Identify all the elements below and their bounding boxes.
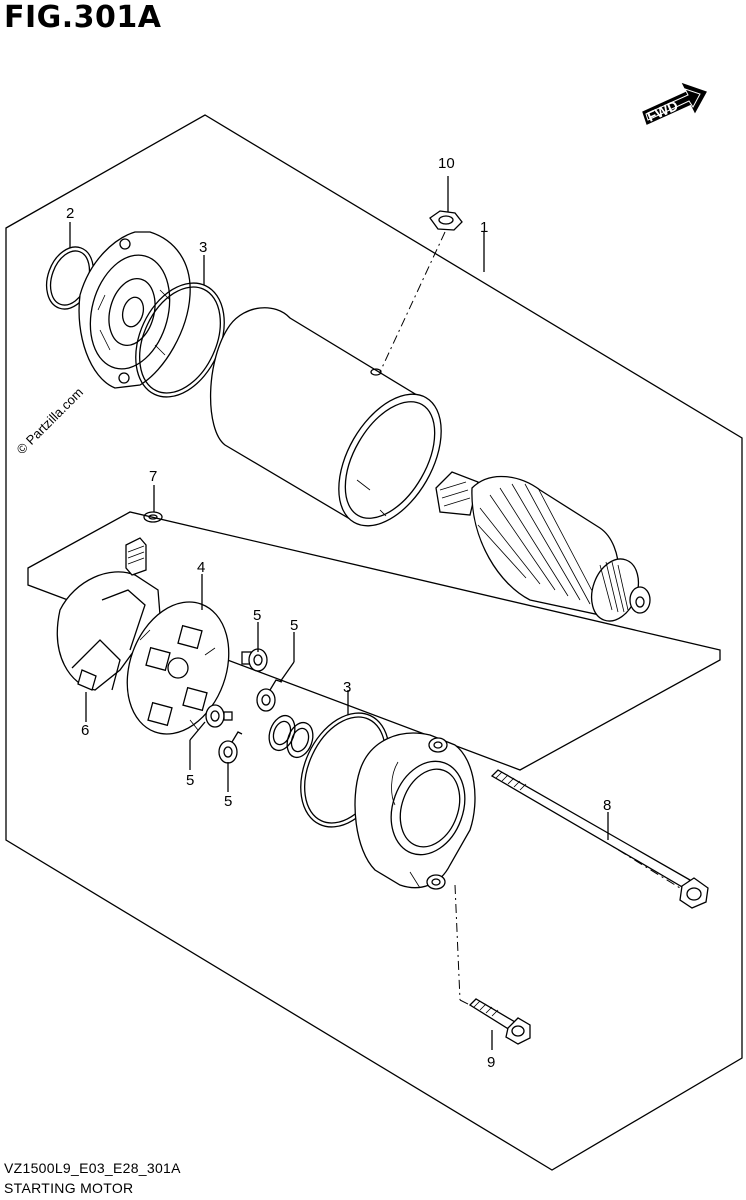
callout-5-a: 5	[253, 607, 261, 624]
part-7-washer	[143, 511, 163, 523]
callout-5-d: 5	[224, 793, 232, 810]
callout-10: 10	[438, 155, 455, 172]
watermark: © Partzilla.com	[14, 385, 87, 458]
callout-3-lower: 3	[343, 679, 351, 696]
callout-7: 7	[149, 468, 157, 485]
part-6-end-cover	[56, 537, 161, 691]
figure-name: STARTING MOTOR	[4, 1180, 134, 1196]
figure-code: VZ1500L9_E03_E28_301A	[4, 1160, 181, 1176]
part-5-insulator-a	[241, 648, 268, 672]
rear-washers	[268, 714, 314, 759]
fwd-label: FWD	[645, 97, 681, 125]
yoke-case	[209, 307, 442, 527]
callout-1: 1	[480, 219, 488, 236]
armature	[435, 471, 651, 622]
front-bracket	[78, 231, 191, 389]
callout-4: 4	[197, 559, 205, 576]
callout-5-b: 5	[290, 617, 298, 634]
fwd-arrow-badge: FWD	[642, 82, 707, 125]
part-5-insulator-c	[205, 704, 233, 728]
callout-3-upper: 3	[199, 239, 207, 256]
brush-holder-outline	[27, 511, 721, 771]
figure-title: FIG.301A	[4, 0, 162, 35]
leader-lines	[69, 176, 609, 1050]
part-4-brush-plate	[126, 601, 230, 735]
callout-6: 6	[81, 722, 89, 739]
callout-2: 2	[66, 205, 74, 222]
assembly-outline	[5, 114, 743, 1171]
callout-9: 9	[487, 1054, 495, 1071]
callout-5-c: 5	[186, 772, 194, 789]
part-8-through-bolt	[490, 769, 709, 909]
part-9-bolt	[468, 998, 531, 1045]
callout-8: 8	[603, 797, 611, 814]
rear-bracket	[354, 732, 476, 890]
part-5-insulator-b	[256, 679, 283, 712]
part-10-nut	[429, 210, 463, 231]
part-5-insulator-d	[218, 731, 243, 764]
